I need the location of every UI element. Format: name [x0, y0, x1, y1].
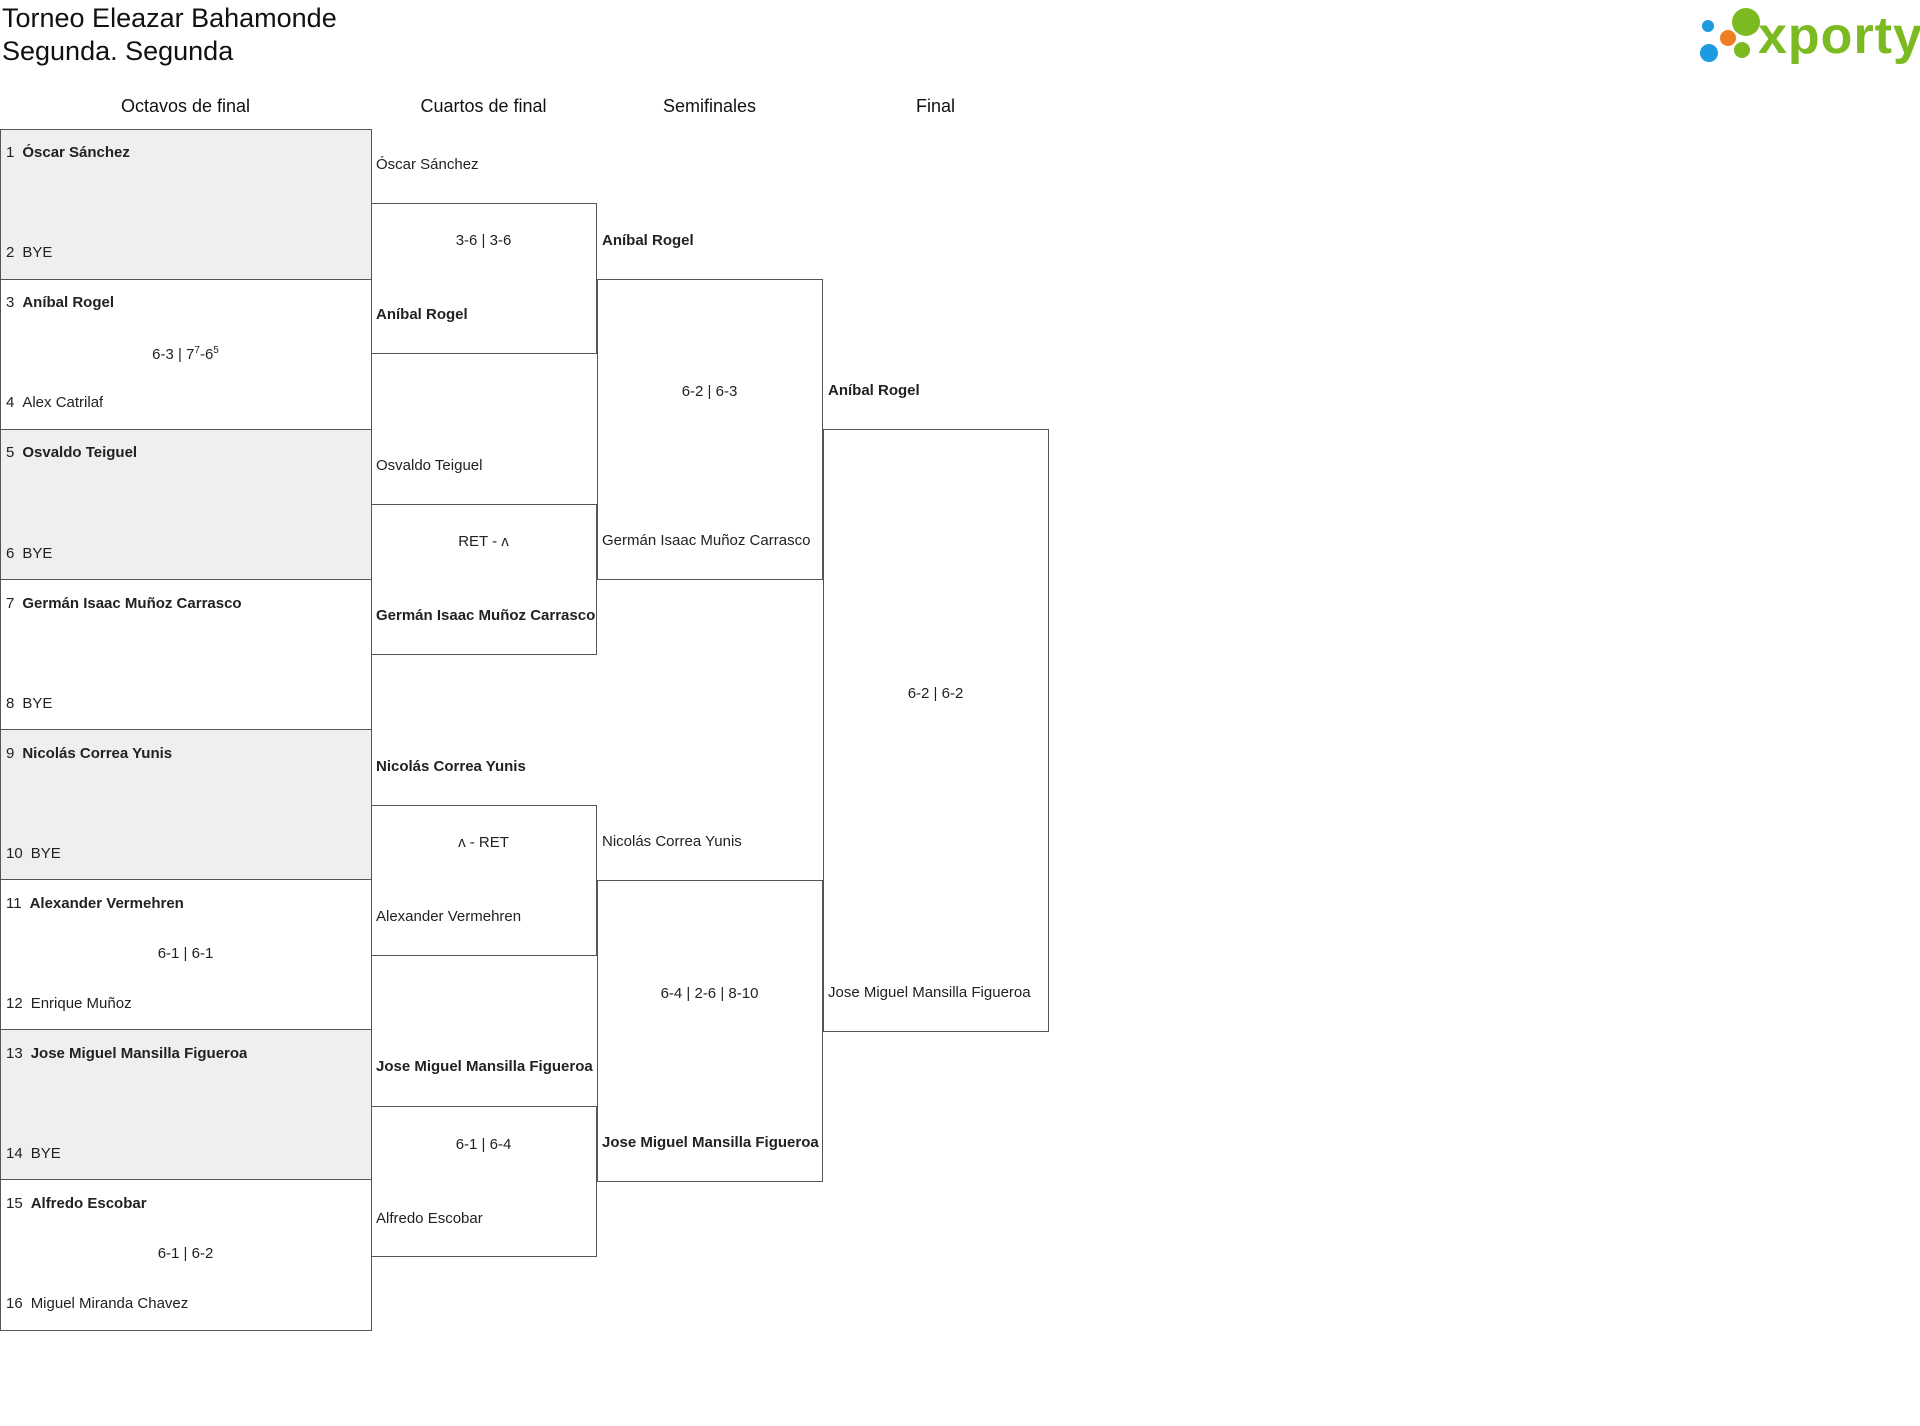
match-r16-5[interactable] [0, 729, 372, 880]
score-r16-8: 6-1 | 6-2 [157, 1245, 214, 1262]
score-sf-2: 6-4 | 2-6 | 8-10 [660, 985, 759, 1002]
score-r16-2: 6-3 | 77-65 [152, 345, 219, 363]
match-sf-2[interactable] [597, 880, 823, 1182]
score-qf-3: ʌ - RET [458, 834, 509, 851]
score-qf-1: 3-6 | 3-6 [455, 232, 512, 249]
score-r16-6: 6-1 | 6-1 [157, 945, 214, 962]
player-qf-2a[interactable]: Osvaldo Teiguel [376, 457, 483, 474]
tournament-title: Torneo Eleazar Bahamonde Segunda. Segund… [2, 2, 337, 68]
logo-wordmark: xporty [1758, 7, 1920, 65]
player-qf-2b[interactable]: Germán Isaac Muñoz Carrasco [376, 607, 596, 624]
title-line-1: Torneo Eleazar Bahamonde [2, 3, 337, 33]
round-header-final: Final [915, 96, 955, 116]
match-qf-4[interactable] [371, 1106, 597, 1257]
player-sf-1b[interactable]: Germán Isaac Muñoz Carrasco [602, 532, 811, 549]
match-r16-7[interactable] [0, 1029, 372, 1180]
logo-dot-icon [1732, 8, 1760, 36]
player-qf-4a[interactable]: Jose Miguel Mansilla Figueroa [376, 1058, 593, 1075]
round-header-qf: Cuartos de final [420, 96, 547, 116]
player-sf-1a[interactable]: Aníbal Rogel [602, 232, 694, 249]
logo-dot-icon [1702, 20, 1714, 32]
player-final-a[interactable]: Aníbal Rogel [828, 382, 920, 399]
player-qf-4b[interactable]: Alfredo Escobar [376, 1210, 483, 1227]
logo-dot-icon [1700, 44, 1718, 62]
title-line-2: Segunda. Segunda [2, 36, 234, 66]
player-qf-3b[interactable]: Alexander Vermehren [376, 908, 522, 925]
player-qf-1a[interactable]: Óscar Sánchez [376, 156, 479, 173]
match-qf-3[interactable] [371, 805, 597, 956]
player-final-b[interactable]: Jose Miguel Mansilla Figueroa [828, 984, 1031, 1001]
match-sf-1[interactable] [597, 279, 823, 580]
score-qf-4: 6-1 | 6-4 [455, 1136, 512, 1153]
xporty-logo: xporty [1696, 4, 1920, 68]
round-header-r16: Octavos de final [120, 96, 251, 116]
match-qf-1[interactable] [371, 203, 597, 354]
round-header-sf: Semifinales [662, 96, 757, 116]
score-qf-2: RET - ʌ [458, 533, 509, 550]
player-qf-1b[interactable]: Aníbal Rogel [376, 306, 468, 323]
player-sf-2b[interactable]: Jose Miguel Mansilla Figueroa [602, 1134, 819, 1151]
logo-dot-icon [1734, 42, 1750, 58]
logo-dot-icon [1720, 30, 1736, 46]
player-sf-2a[interactable]: Nicolás Correa Yunis [602, 833, 742, 850]
score-final: 6-2 | 6-2 [907, 685, 964, 702]
player-qf-3a[interactable]: Nicolás Correa Yunis [376, 758, 526, 775]
score-sf-1: 6-2 | 6-3 [681, 383, 738, 400]
match-r16-3[interactable] [0, 429, 372, 580]
match-r16-1[interactable] [0, 129, 372, 280]
match-final[interactable] [823, 429, 1049, 1032]
match-qf-2[interactable] [371, 504, 597, 655]
